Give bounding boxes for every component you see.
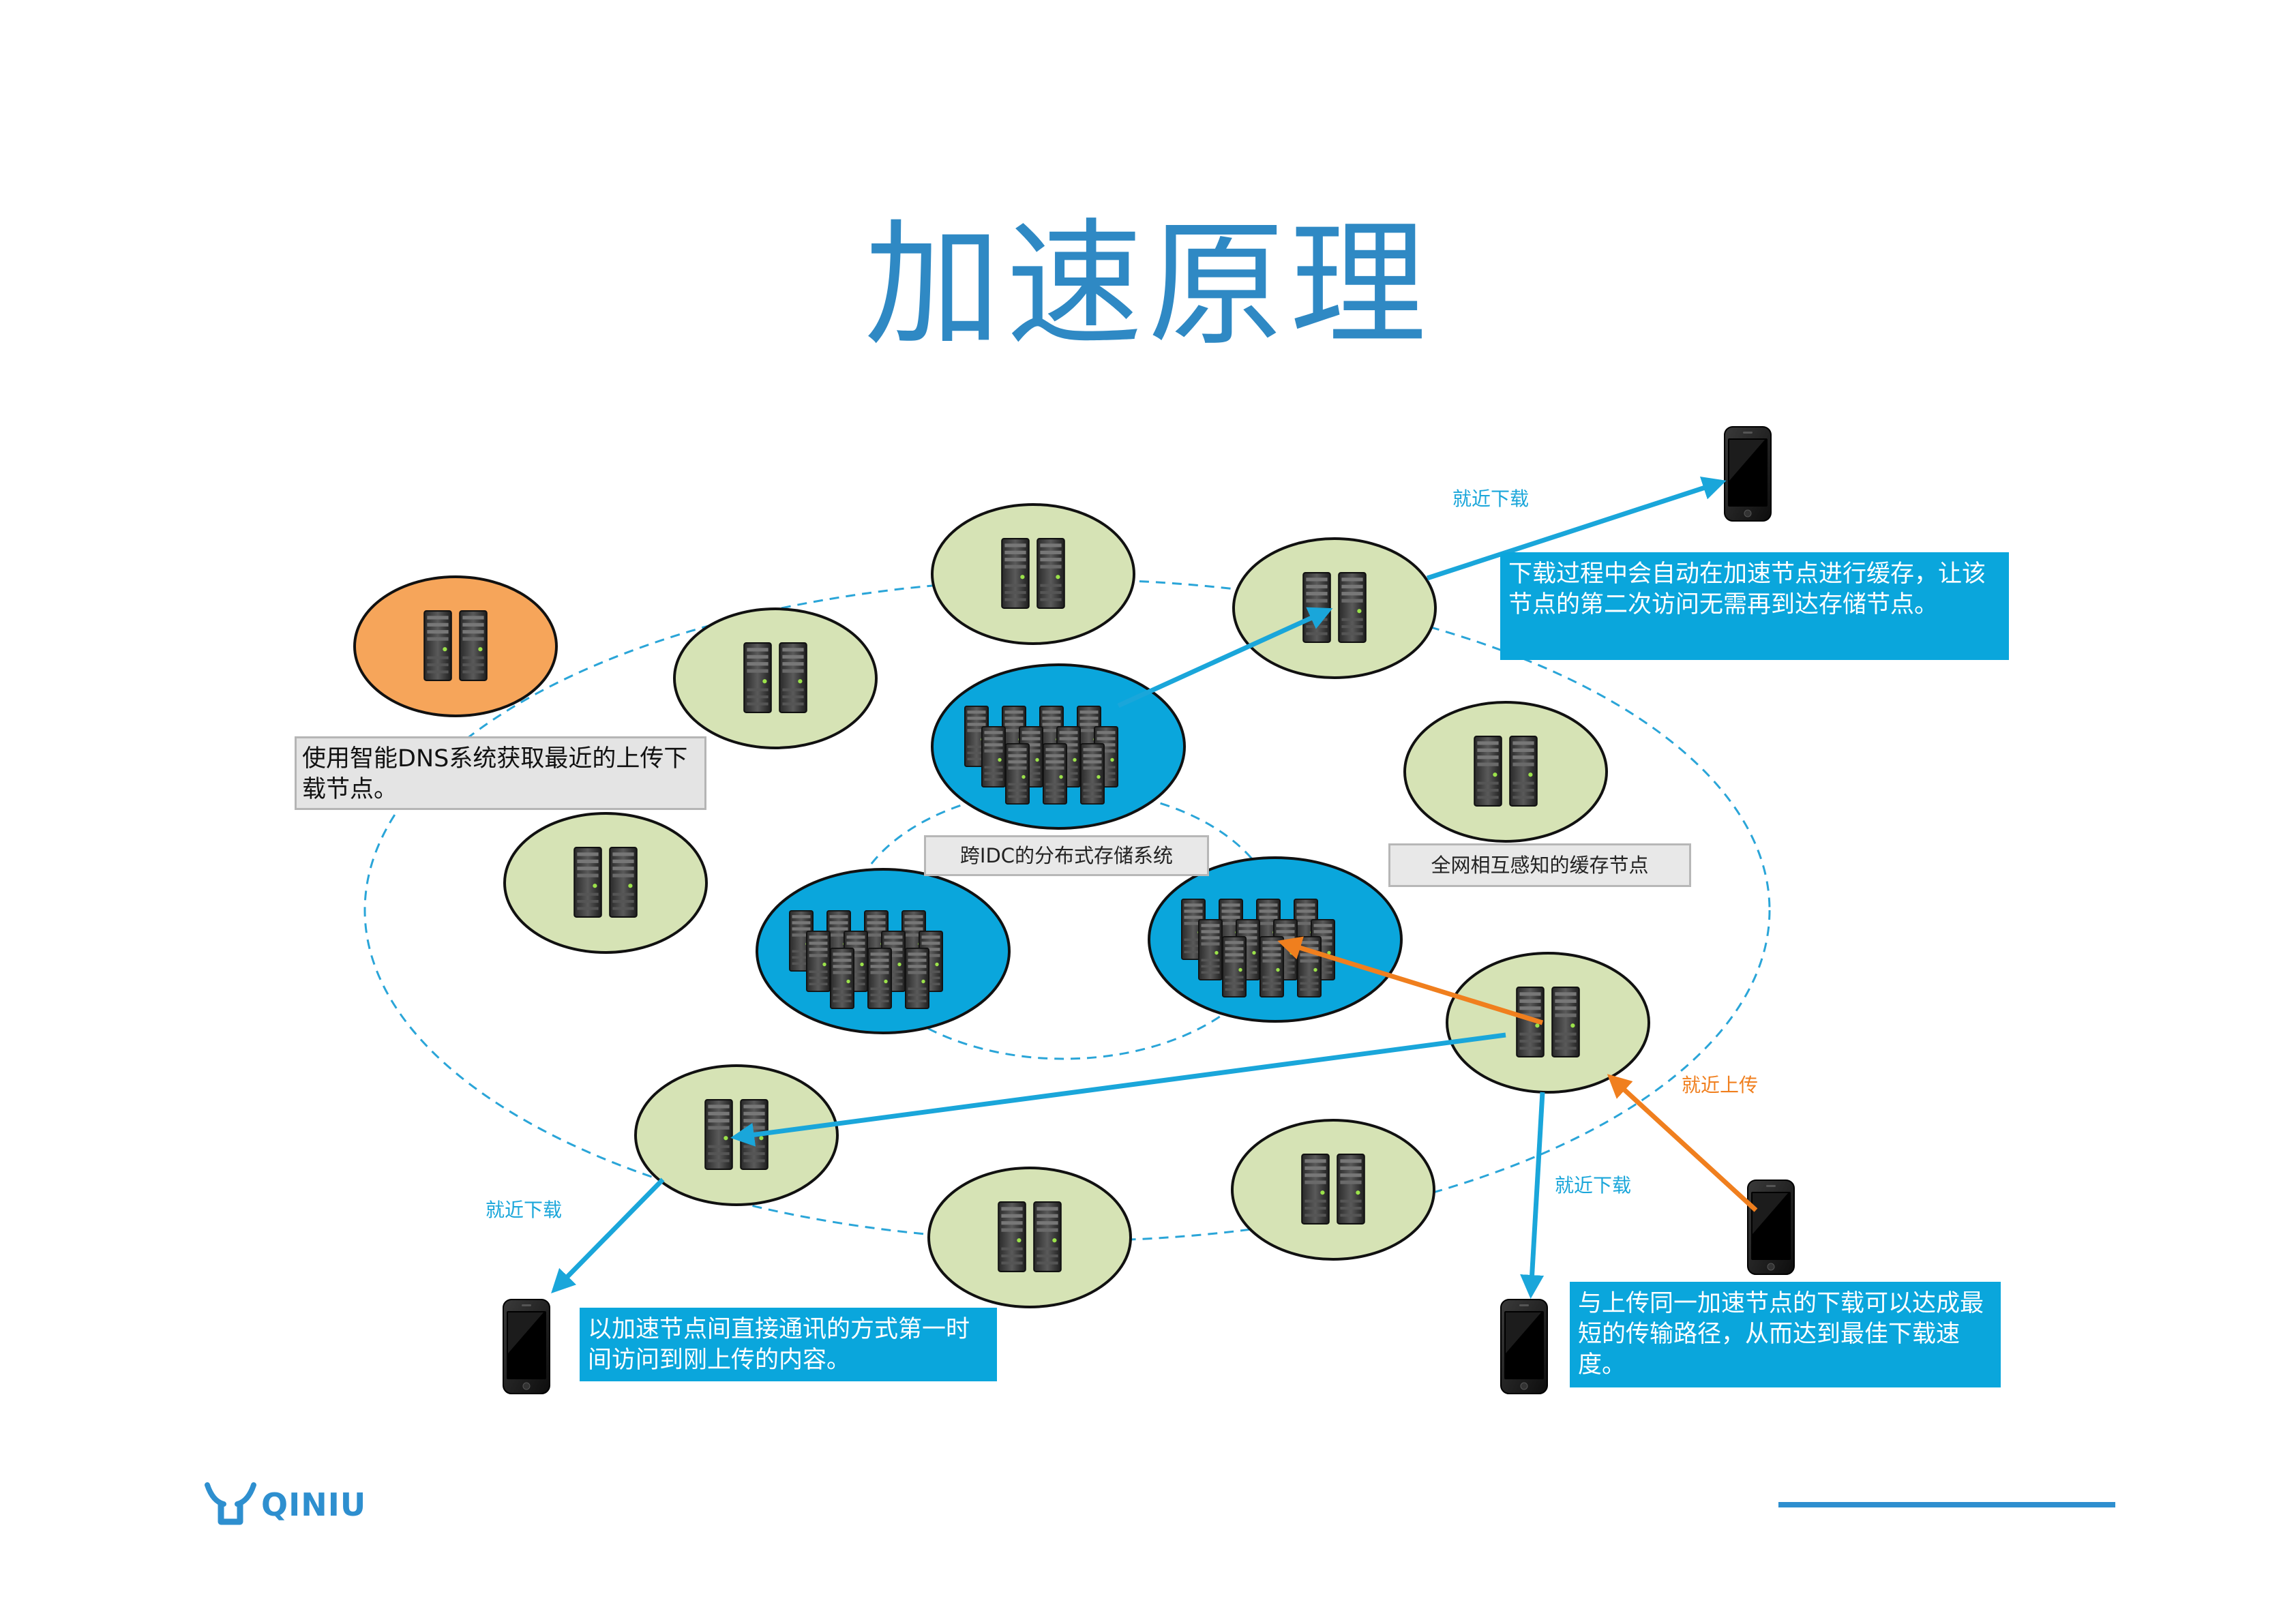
arrow-upload bbox=[1607, 1074, 1758, 1212]
direct-comm-note: 以加速节点间直接通讯的方式第一时间访问到刚上传的内容。 bbox=[580, 1308, 997, 1381]
arrow-cache-to-storage bbox=[1277, 936, 1544, 1025]
phone-icon bbox=[1500, 1299, 1548, 1394]
cache-node bbox=[927, 1167, 1132, 1308]
phone-icon bbox=[503, 1299, 550, 1394]
phone-icon bbox=[1724, 426, 1772, 522]
storage-node bbox=[1148, 856, 1403, 1023]
download-label-left: 就近下载 bbox=[486, 1199, 563, 1221]
cache-node bbox=[503, 812, 708, 954]
download-label-top: 就近下载 bbox=[1452, 487, 1530, 510]
qiniu-logo-icon bbox=[205, 1482, 256, 1525]
arrow-download-right bbox=[1520, 1092, 1545, 1299]
cache-node bbox=[1403, 701, 1608, 843]
idc-label: 跨IDC的分布式存储系统 bbox=[924, 835, 1209, 876]
arrow-node-to-node bbox=[730, 1032, 1506, 1147]
download-label-right: 就近下载 bbox=[1555, 1174, 1632, 1197]
qiniu-logo: QINIU bbox=[203, 1478, 381, 1540]
upload-label: 就近上传 bbox=[1682, 1074, 1759, 1096]
cache-node bbox=[673, 607, 878, 749]
dns-note: 使用智能DNS系统获取最近的上传下载节点。 bbox=[295, 736, 706, 810]
phone-icon bbox=[1747, 1180, 1795, 1275]
storage-node bbox=[756, 868, 1011, 1034]
cache-node bbox=[1446, 952, 1650, 1094]
arrow-download-top bbox=[1426, 477, 1727, 581]
cache-node bbox=[931, 503, 1135, 645]
storage-node bbox=[931, 663, 1186, 830]
footer-line bbox=[1778, 1502, 2115, 1507]
arrow-storage-to-cache bbox=[1117, 607, 1333, 708]
page-title: 加速原理 bbox=[864, 206, 1432, 365]
same-node-note: 与上传同一加速节点的下载可以达成最短的传输路径，从而达到最佳下载速度。 bbox=[1570, 1282, 2001, 1387]
cache-download-note: 下载过程中会自动在加速节点进行缓存，让该节点的第二次访问无需再到达存储节点。 bbox=[1500, 552, 2009, 660]
cache-node bbox=[1231, 1119, 1435, 1261]
cache-nodes-label: 全网相互感知的缓存节点 bbox=[1388, 843, 1691, 887]
dns-node bbox=[353, 575, 558, 717]
logo-text: QINIU bbox=[261, 1486, 367, 1523]
arrow-download-left bbox=[551, 1177, 665, 1293]
cache-node bbox=[1232, 537, 1437, 679]
